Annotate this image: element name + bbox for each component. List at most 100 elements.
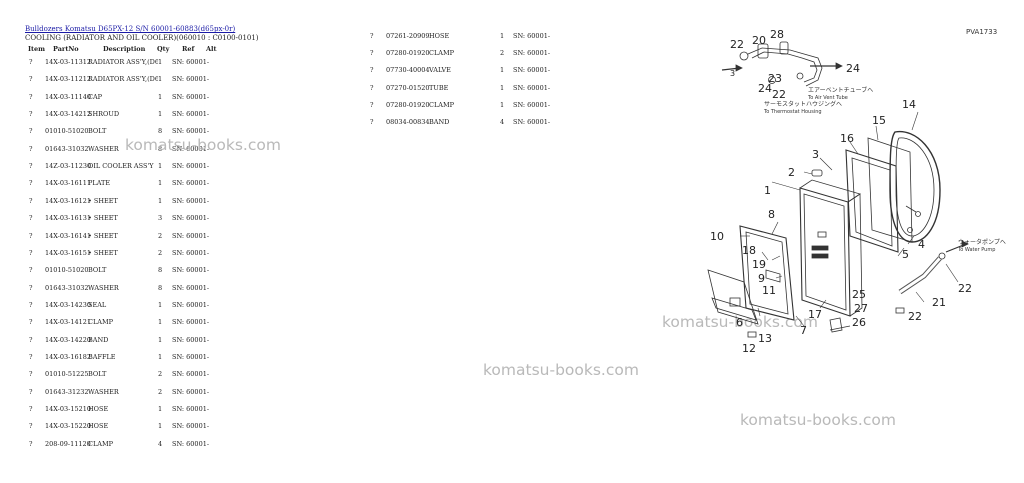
cell-description: CLAMP <box>88 439 114 448</box>
cell-item: ? <box>29 127 33 136</box>
callout-18: 18 <box>742 244 756 257</box>
cell-item: ? <box>29 352 33 361</box>
cell-description: CLAMP <box>429 100 455 109</box>
callout-1: 1 <box>764 184 771 197</box>
callout-22-b: 22 <box>772 88 786 101</box>
cell-description: BOLT <box>88 370 107 379</box>
callout-24: 24 <box>758 82 772 95</box>
cell-item: ? <box>29 405 33 413</box>
svg-text:サーモスタットハウジングへ: サーモスタットハウジングへ <box>764 100 842 108</box>
cell-description: HOSE <box>429 32 450 40</box>
cell-item: ? <box>29 300 33 309</box>
cell-item: ? <box>29 266 33 275</box>
cell-qty: 1 <box>158 110 163 119</box>
watermark: komatsu-books.com <box>662 313 818 331</box>
col-header-ref: Ref <box>182 45 195 53</box>
cell-description: WASHER <box>88 283 119 292</box>
cell-item: ? <box>370 83 374 92</box>
cell-description: SHROUD <box>88 110 120 119</box>
callout-15: 15 <box>872 114 886 127</box>
cell-qty: 2 <box>158 370 163 379</box>
cell-partno: 14X-03-16151 <box>45 248 92 257</box>
cell-ref: SN: 60001- <box>172 387 210 396</box>
cell-partno: 01010-51020 <box>45 127 89 136</box>
cell-partno: 14X-03-15210 <box>45 405 92 413</box>
cell-qty: 1 <box>158 405 163 413</box>
col-header-partno: PartNo <box>53 45 79 53</box>
callout-22: 22 <box>730 38 744 51</box>
cell-description: BAFFLE <box>88 352 116 361</box>
callout-11: 11 <box>762 284 776 297</box>
cell-item: ? <box>29 144 33 153</box>
callout-6: 6 <box>736 316 743 329</box>
cell-description: RADIATOR ASS'Y,(D65) <box>88 75 158 84</box>
air-vent-tube <box>747 47 823 87</box>
cell-qty: 1 <box>158 179 163 188</box>
cell-ref: SN: 60001- <box>513 66 551 75</box>
cell-partno: 07730-40004 <box>386 66 430 75</box>
cell-qty: 1 <box>158 300 163 309</box>
cell-description: BAND <box>88 335 109 344</box>
cell-qty: 2 <box>158 387 163 396</box>
cell-qty: 8 <box>158 144 163 153</box>
callout-20: 20 <box>752 34 766 47</box>
cell-description: CLAMP <box>88 318 114 327</box>
plate <box>739 225 795 321</box>
cell-item: ? <box>29 370 33 379</box>
cell-qty: 1 <box>158 318 163 327</box>
cell-item: ? <box>29 283 33 292</box>
callout-2: 2 <box>788 166 795 179</box>
cell-description: BOLT <box>88 127 107 136</box>
breadcrumb-link[interactable]: Bulldozers Komatsu D65PX-12 S/N 60001-60… <box>25 25 236 33</box>
cell-qty: 1 <box>500 100 505 109</box>
cell-item: ? <box>29 92 33 101</box>
cell-description: • SHEET <box>88 231 118 240</box>
cell-item: ? <box>29 214 33 223</box>
cell-partno: 14X-03-14220 <box>45 335 92 344</box>
callout-22-d: 22 <box>908 310 922 323</box>
svg-text:ウォータポンプへ: ウォータポンプへ <box>958 238 1006 246</box>
callout-21: 21 <box>932 296 946 309</box>
cell-description: • SHEET <box>88 248 118 257</box>
cell-partno: 14X-03-16141 <box>45 231 92 240</box>
cell-qty: 4 <box>500 118 505 126</box>
cell-ref: SN: 60001- <box>172 179 210 188</box>
cell-qty: 1 <box>500 83 505 92</box>
cell-qty: 1 <box>500 66 505 75</box>
cell-ref: SN: 60001- <box>172 196 210 205</box>
cell-ref: SN: 60001- <box>172 214 210 223</box>
cell-item: ? <box>370 66 374 75</box>
callout-5: 5 <box>902 248 909 261</box>
cell-description: WASHER <box>88 387 119 396</box>
section-title: COOLING (RADIATOR AND OIL COOLER)(060010… <box>25 34 259 42</box>
watermark: komatsu-books.com <box>740 411 896 429</box>
callout-14: 14 <box>902 98 916 111</box>
callout-25: 25 <box>852 288 866 301</box>
cell-item: ? <box>29 58 33 66</box>
cell-ref: SN: 60001- <box>513 83 551 92</box>
cell-qty: 8 <box>158 283 163 292</box>
cell-ref: SN: 60001- <box>172 422 210 431</box>
cell-partno: 14X-03-11312 <box>45 58 92 66</box>
cell-ref: SN: 60001- <box>172 283 210 292</box>
cell-item: ? <box>29 179 33 188</box>
svg-text:To Air Vent Tube: To Air Vent Tube <box>807 95 848 101</box>
cell-ref: SN: 60001- <box>172 335 210 344</box>
cell-partno: 01010-51225 <box>45 370 89 379</box>
cell-partno: 01010-51020 <box>45 266 89 275</box>
